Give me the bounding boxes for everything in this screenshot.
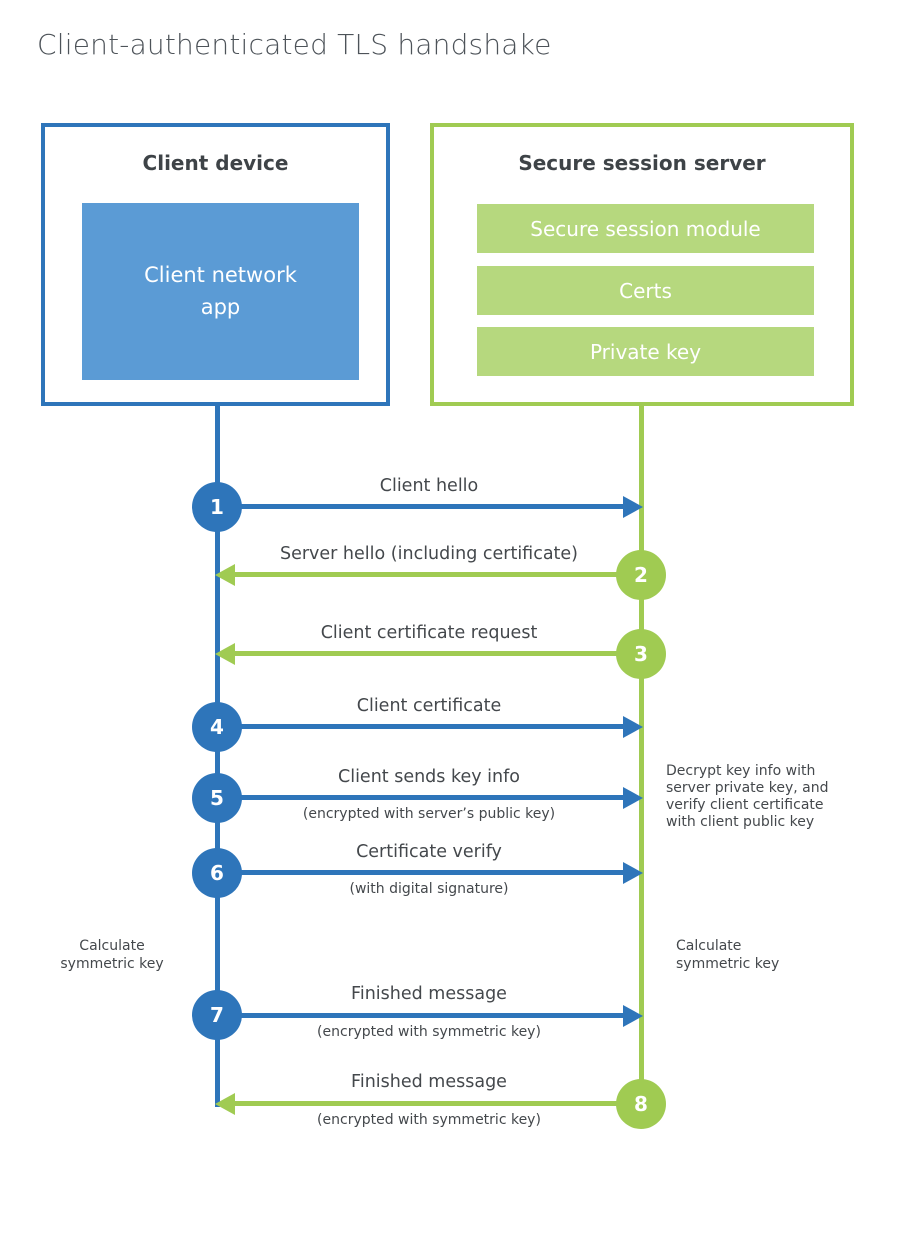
client-device-box: Client device Client network app [41, 123, 390, 406]
arrow-shaft [217, 504, 625, 509]
message-arrow-5 [217, 786, 643, 809]
server-title: Secure session server [518, 151, 766, 175]
message-label-1: Client hello [379, 476, 479, 496]
note-calculate-symmetric-key-client: Calculate symmetric key [60, 938, 164, 972]
server-module-private-key: Private key [477, 327, 814, 376]
arrow-shaft [233, 572, 641, 577]
step-circle-6: 6 [192, 848, 242, 898]
arrowhead-right-icon [623, 715, 643, 738]
arrow-shaft [217, 724, 625, 729]
step-circle-3: 3 [616, 629, 666, 679]
client-network-app-box: Client network app [82, 203, 359, 380]
message-label-3: Client certificate request [320, 623, 538, 643]
arrow-shaft [233, 1101, 641, 1106]
arrowhead-right-icon [623, 861, 643, 884]
arrowhead-right-icon [623, 1004, 643, 1027]
step-circle-8: 8 [616, 1079, 666, 1129]
client-lifeline [215, 405, 220, 1107]
note-decrypt-key-info: Decrypt key info with server private key… [666, 763, 829, 830]
message-arrow-7 [217, 1004, 643, 1027]
message-arrow-2 [215, 563, 641, 586]
message-label-4: Client certificate [356, 696, 502, 716]
server-module-label: Private key [589, 339, 702, 364]
arrowhead-left-icon [215, 1092, 235, 1115]
client-network-app-label: Client network app [144, 263, 297, 319]
server-module-secure-session: Secure session module [477, 204, 814, 253]
message-sublabel-7: (encrypted with symmetric key) [317, 1024, 541, 1040]
message-arrow-8 [215, 1092, 641, 1115]
server-lifeline [639, 405, 644, 1104]
message-arrow-6 [217, 861, 643, 884]
page-title: Client-authenticated TLS handshake [37, 28, 552, 61]
message-sublabel-5: (encrypted with server’s public key) [302, 806, 556, 822]
step-circle-5: 5 [192, 773, 242, 823]
message-label-5: Client sends key info [337, 767, 520, 787]
step-circle-4: 4 [192, 702, 242, 752]
message-label-2: Server hello (including certificate) [279, 544, 579, 564]
step-circle-1: 1 [192, 482, 242, 532]
message-arrow-4 [217, 715, 643, 738]
message-label-6: Certificate verify [356, 842, 502, 862]
step-circle-7: 7 [192, 990, 242, 1040]
server-box: Secure session server Secure session mod… [430, 123, 854, 406]
arrowhead-left-icon [215, 563, 235, 586]
client-device-title: Client device [142, 151, 289, 175]
message-sublabel-8: (encrypted with symmetric key) [317, 1112, 541, 1128]
arrow-shaft [233, 651, 641, 656]
arrow-shaft [217, 1013, 625, 1018]
message-arrow-3 [215, 642, 641, 665]
server-module-label: Secure session module [530, 216, 761, 241]
server-module-certs: Certs [477, 266, 814, 315]
message-label-8: Finished message [351, 1072, 507, 1092]
note-calculate-symmetric-key-server: Calculate symmetric key [676, 938, 780, 972]
step-circle-2: 2 [616, 550, 666, 600]
arrow-shaft [217, 795, 625, 800]
arrowhead-left-icon [215, 642, 235, 665]
message-arrow-1 [217, 495, 643, 518]
message-label-7: Finished message [351, 984, 507, 1004]
message-sublabel-6: (with digital signature) [349, 881, 509, 897]
arrowhead-right-icon [623, 495, 643, 518]
arrow-shaft [217, 870, 625, 875]
server-module-label: Certs [619, 278, 672, 303]
arrowhead-right-icon [623, 786, 643, 809]
